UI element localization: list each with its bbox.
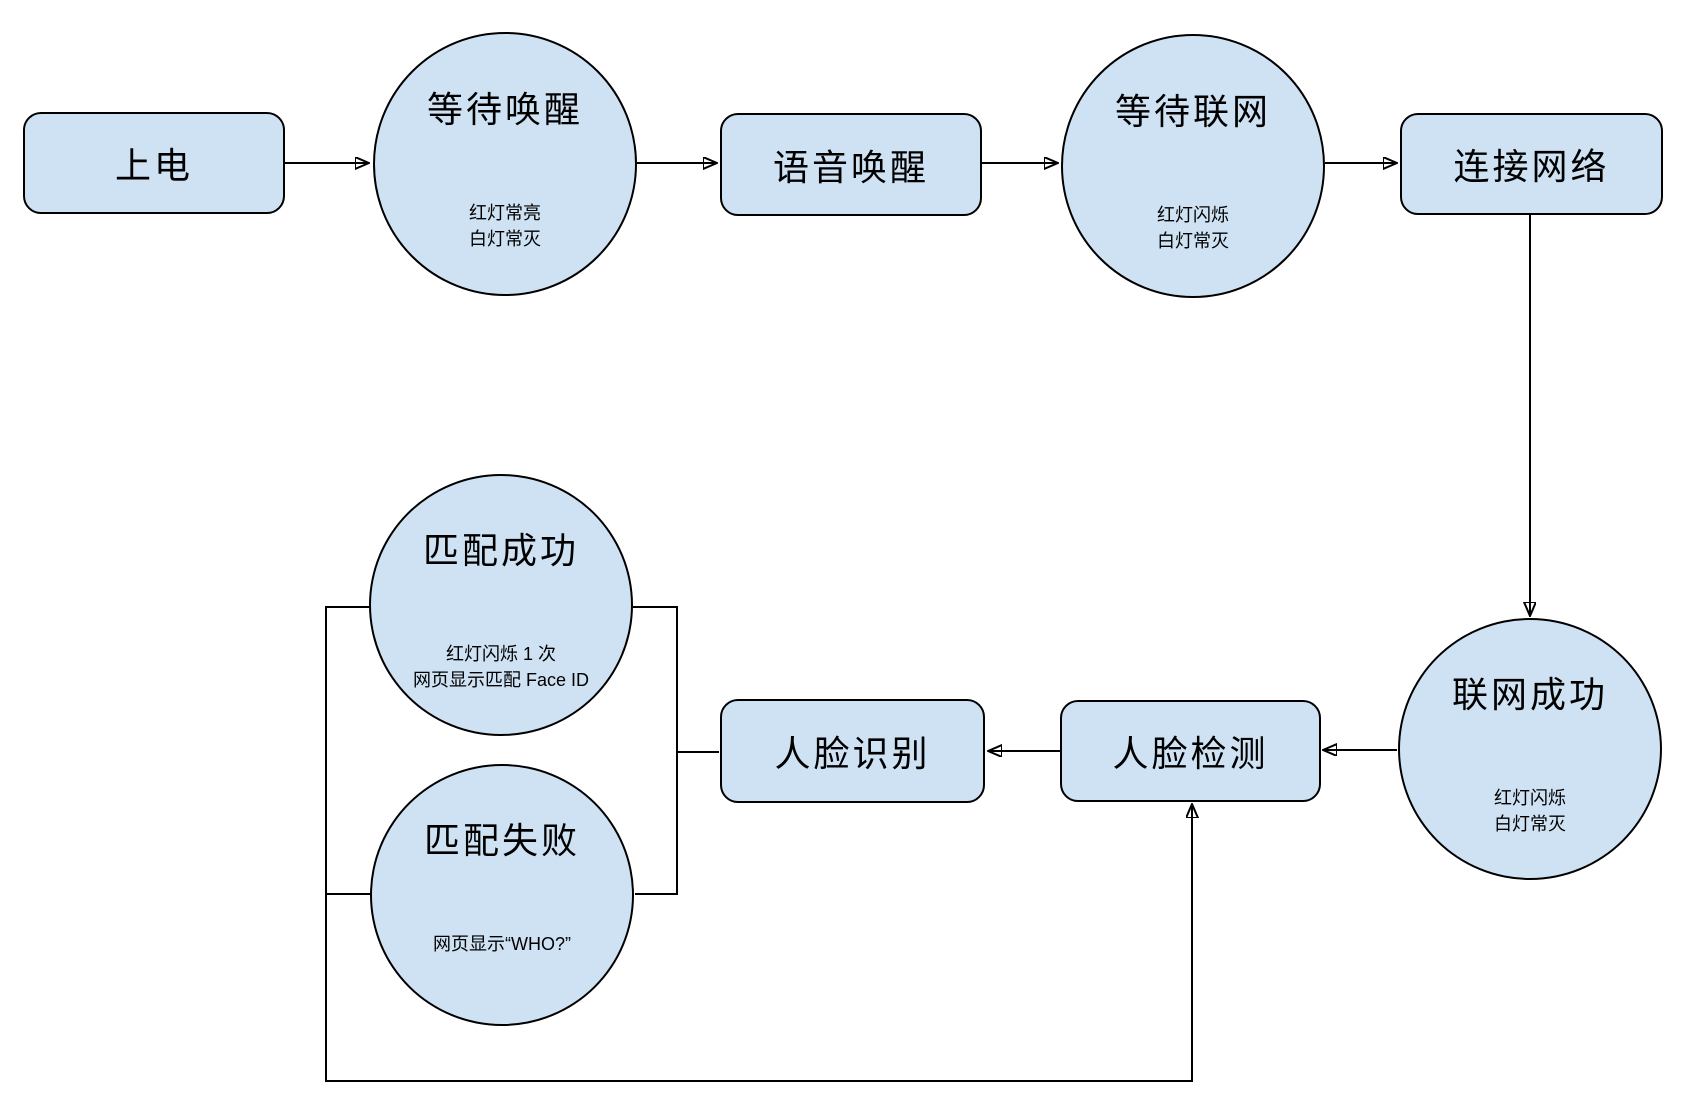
node-wait-wake: 等待唤醒 红灯常亮 白灯常灭 (373, 32, 637, 296)
node-wait-network: 等待联网 红灯闪烁 白灯常灭 (1061, 34, 1325, 298)
node-connect-network-label: 连接网络 (1453, 146, 1610, 187)
node-network-success-title: 联网成功 (1451, 674, 1608, 716)
node-network-success: 联网成功 红灯闪烁 白灯常灭 (1398, 618, 1662, 880)
node-network-success-subtext: 红灯闪烁 白灯常灭 (1494, 788, 1566, 835)
node-face-detect-label: 人脸检测 (1112, 733, 1269, 774)
node-connect-network: 连接网络 (1400, 113, 1663, 215)
connector-loop-to-facedetect (325, 606, 1192, 1082)
node-face-detect: 人脸检测 (1060, 700, 1321, 802)
node-wait-wake-title: 等待唤醒 (426, 88, 583, 130)
connector-matchsuccess-right-bracket (633, 606, 678, 895)
node-wait-wake-subtext: 红灯常亮 白灯常灭 (469, 203, 541, 250)
node-wait-network-title: 等待联网 (1114, 90, 1271, 132)
node-match-fail-title: 匹配失败 (423, 820, 580, 862)
node-match-success: 匹配成功 红灯闪烁 1 次 网页显示匹配 Face ID (369, 474, 633, 736)
node-face-recognize: 人脸识别 (720, 699, 985, 803)
node-power-on-label: 上电 (114, 145, 193, 186)
node-match-success-subtext: 红灯闪烁 1 次 网页显示匹配 Face ID (412, 644, 590, 691)
node-power-on: 上电 (23, 112, 285, 214)
node-match-fail: 匹配失败 网页显示“WHO?” (370, 764, 634, 1026)
node-face-recognize-label: 人脸识别 (774, 733, 931, 774)
node-match-success-title: 匹配成功 (422, 530, 579, 572)
node-voice-wake: 语音唤醒 (720, 113, 982, 216)
node-voice-wake-label: 语音唤醒 (772, 146, 929, 188)
node-wait-network-subtext: 红灯闪烁 白灯常灭 (1157, 205, 1229, 252)
node-match-fail-subtext: 网页显示“WHO?” (433, 934, 571, 955)
